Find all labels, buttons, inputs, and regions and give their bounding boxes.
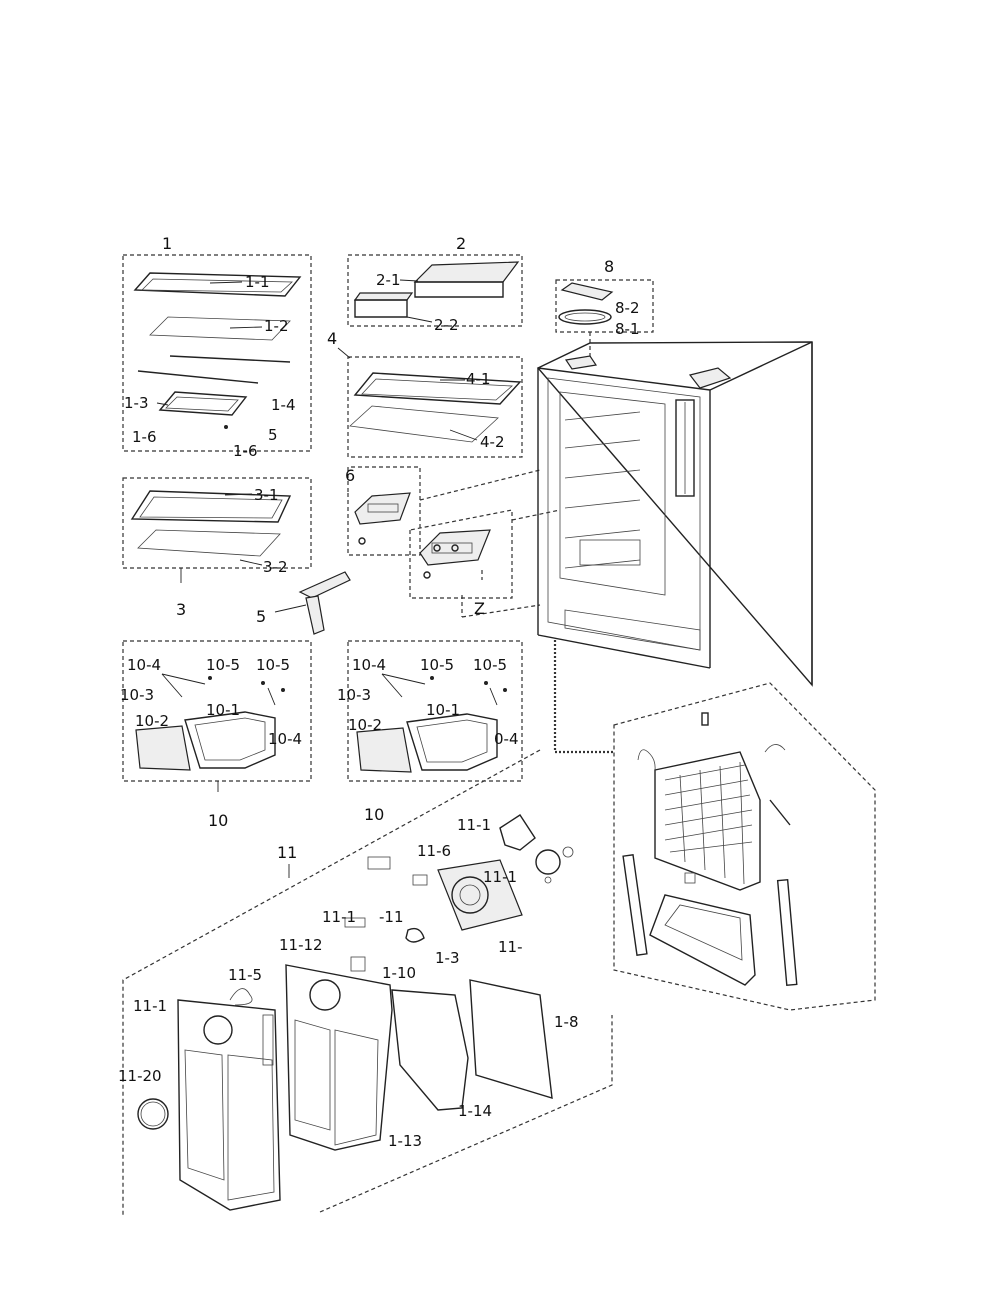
label-1-8: 1-8	[554, 1013, 579, 1031]
label-10-5-right-b: 10-5	[473, 656, 507, 674]
label-2-1: 2-1	[376, 271, 401, 289]
group-label-6: 6	[345, 466, 355, 485]
label-11-20: 11-20	[118, 1067, 162, 1085]
group-6: 6	[345, 466, 421, 556]
label-8-2: 8-2	[615, 299, 640, 317]
label-8-1: 8-1	[615, 320, 640, 338]
group-5-bracket: 5	[256, 571, 351, 635]
label-10-2-right: 10-2	[348, 716, 382, 734]
label-10-1-left: 10-1	[206, 701, 240, 719]
label-10-2-left: 10-2	[135, 712, 169, 730]
label-10-1-right: 10-1	[426, 701, 460, 719]
label-11-1-small: 11-1	[322, 908, 356, 926]
label-10-5-left-b: 10-5	[256, 656, 290, 674]
label-11-6: 11-6	[417, 842, 451, 860]
group-label-10-right: 10	[364, 805, 384, 824]
group-label-4: 4	[327, 329, 337, 348]
label-10-3-left: 10-3	[120, 686, 154, 704]
group-label-10-left: 10	[208, 811, 228, 830]
label-10-4-right: 10-4	[352, 656, 386, 674]
label-10-4-left-b: 10-4	[268, 730, 302, 748]
refrigerator-cabinet	[536, 341, 813, 687]
label-11-dash: 11-	[498, 938, 523, 956]
group-10-right-crisper: 10-4 10-5 10-5 10-3 10-1 10-2 0-4 10	[337, 640, 523, 824]
group-label-3: 3	[176, 600, 186, 619]
evaporator-assembly	[553, 640, 876, 1011]
group-8: 8 8-2 8-1	[555, 257, 654, 366]
group-label-5: 5	[256, 607, 266, 626]
label-1-2: 1-2	[264, 317, 289, 335]
group-Z: Z	[409, 469, 561, 618]
label-1-4: 1-4	[271, 396, 296, 414]
label-10-5-right-a: 10-5	[420, 656, 454, 674]
group-label-Z: Z	[474, 599, 485, 618]
label-2-2: 2-2	[434, 316, 459, 334]
label-10-4-left: 10-4	[127, 656, 161, 674]
label-11-12: 11-12	[279, 936, 323, 954]
label-10-5-left-a: 10-5	[206, 656, 240, 674]
label-1-10: 1-10	[382, 964, 416, 982]
label-4-2: 4-2	[480, 433, 505, 451]
label-1-3: 1-3	[124, 394, 149, 412]
label-1-13: 1-13	[388, 1132, 422, 1150]
group-label-2: 2	[456, 234, 466, 253]
label-1-6-b: 1-6	[233, 442, 258, 460]
group-label-8: 8	[604, 257, 614, 276]
label-1-3-fan: 1-3	[435, 949, 460, 967]
group-4-shelf: 4 4-1 4-2	[327, 329, 523, 458]
label-4-1: 4-1	[466, 370, 491, 388]
label-11-1-top: 11-1	[457, 816, 491, 834]
evaporator-coil	[654, 751, 761, 891]
label-3-1: 3-1	[254, 486, 279, 504]
group-2-drawer: 2 2-1 2-2	[347, 234, 523, 334]
label-3-2: 3-2	[263, 558, 288, 576]
label-11-11: -11	[379, 908, 404, 926]
group-10-left-crisper: 10-4 10-5 10-5 10-3 10-1 10-2 10-4 10	[120, 640, 312, 830]
group-3-shelf: 3-1 3-2 3	[122, 477, 312, 619]
label-11-1-bottom: 11-1	[133, 997, 167, 1015]
group-11-fan-duct-assembly: 11 11-1 11-6 11-1 11-1 -11 11-12 1-3 11-…	[118, 749, 613, 1215]
label-11-5: 11-5	[228, 966, 262, 984]
label-0-4-right: 0-4	[494, 730, 519, 748]
label-1-14: 1-14	[458, 1102, 492, 1120]
label-10-3-right: 10-3	[337, 686, 371, 704]
label-11-1-middle: 11-1	[483, 868, 517, 886]
group-label-11: 11	[277, 843, 297, 862]
label-5-in-group-1: 5	[268, 426, 278, 444]
group-label-1: 1	[162, 234, 172, 253]
label-1-6-a: 1-6	[132, 428, 157, 446]
group-1-shelf-assembly: 1 1-1 1-2 1-3 1-4 5 1-6 1-6	[122, 234, 312, 460]
label-1-1: 1-1	[245, 273, 270, 291]
